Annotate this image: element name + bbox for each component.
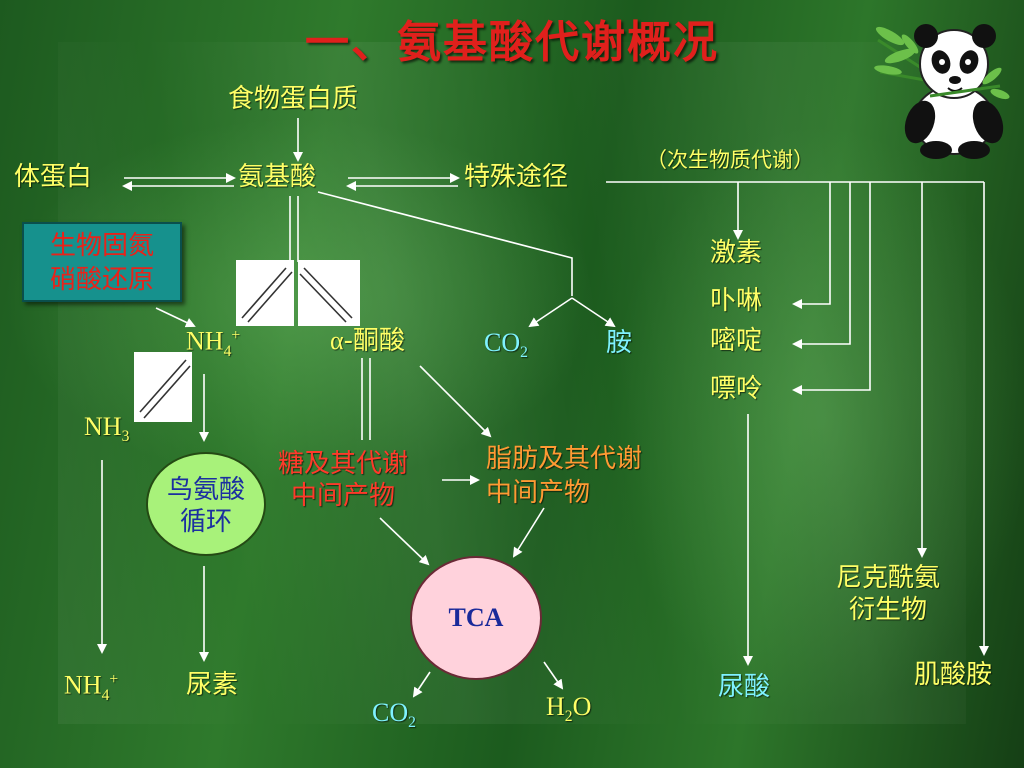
porphyrin-label: 卟啉 bbox=[710, 286, 763, 316]
purine-label: 嘌呤 bbox=[710, 374, 763, 404]
amine-label: 胺 bbox=[606, 328, 633, 358]
arrow-to-amine bbox=[571, 297, 616, 328]
co2-top-label: CO2 bbox=[484, 328, 528, 362]
creatine-label: 肌酸胺 bbox=[914, 660, 993, 690]
alpha-symbol: α bbox=[330, 326, 344, 355]
arrow-tca-to-h2o bbox=[543, 661, 564, 690]
arrow-to-pyrimidine bbox=[792, 182, 851, 349]
pyrimidine-label: 嘧啶 bbox=[710, 326, 763, 356]
nicotinamide-label: 尼克酰氨 衍生物 bbox=[836, 563, 941, 625]
uric-acid-label: 尿酸 bbox=[718, 672, 771, 702]
h2o-label: H2O bbox=[546, 692, 592, 726]
food-protein-label: 食物蛋白质 bbox=[228, 84, 359, 114]
arrow-sugar-to-tca bbox=[379, 517, 430, 566]
arrow-to-purine bbox=[792, 182, 871, 395]
page-title: 一、氨基酸代谢概况 bbox=[305, 17, 719, 68]
sugar-metabolism-label: 糖及其代谢 中间产物 bbox=[278, 449, 409, 511]
nh4-label: NH4+ bbox=[186, 326, 241, 360]
fixation-line2: 硝酸还原 bbox=[49, 265, 154, 295]
special-path-label: 特殊途径 bbox=[464, 162, 569, 192]
arrow-keto-to-fat bbox=[419, 365, 492, 438]
hormone-label: 激素 bbox=[710, 238, 763, 268]
secondary-metabolism-label: （次生物质代谢） bbox=[646, 148, 814, 172]
fat-metabolism-label: 脂肪及其代谢 中间产物 bbox=[486, 444, 643, 508]
co2-bottom-label: CO2 bbox=[372, 698, 416, 732]
nh3-label: NH3 bbox=[84, 412, 130, 446]
arrow-fixation-to-nh4 bbox=[155, 307, 196, 328]
arrow-tca-to-co2 bbox=[412, 671, 431, 698]
arrow-to-co2 bbox=[528, 297, 573, 328]
urea-cycle-node: 鸟氨酸 循环 bbox=[146, 452, 266, 556]
line-amino-decarboxylation bbox=[317, 191, 573, 296]
tca-cycle-node: TCA bbox=[410, 556, 542, 680]
keto-acid-label: α-酮酸 bbox=[330, 326, 406, 356]
fixation-line1: 生物固氮 bbox=[49, 231, 154, 261]
arrow-diag-amino-keto bbox=[303, 267, 353, 319]
arrow-diag-nh4-nh3 bbox=[139, 359, 187, 413]
urea-label: 尿素 bbox=[186, 670, 239, 700]
body-protein-label: 体蛋白 bbox=[14, 162, 93, 192]
fixation-box: 生物固氮 硝酸还原 bbox=[22, 222, 182, 302]
arrow-diag-amino-nh4 bbox=[241, 267, 287, 319]
nh4-bottom-label: NH4+ bbox=[64, 670, 119, 704]
panda-with-bamboo-icon bbox=[874, 24, 1010, 159]
amino-acid-label: 氨基酸 bbox=[238, 162, 317, 192]
arrow-to-porphyrin bbox=[792, 182, 831, 309]
arrow-fat-to-tca bbox=[512, 507, 545, 558]
